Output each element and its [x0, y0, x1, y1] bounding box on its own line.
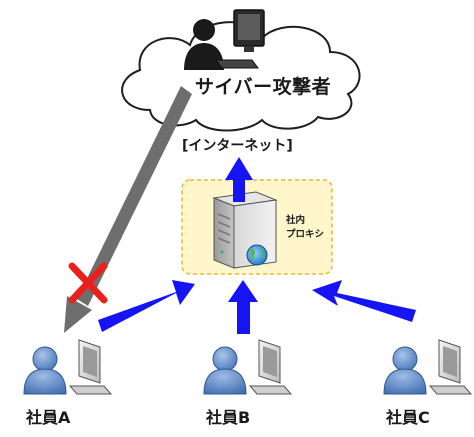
- proxy-label: 社内 プロキシ: [286, 214, 324, 242]
- arrow-employee-b-to-proxy: [228, 280, 258, 334]
- employee-b-label: 社員B: [206, 408, 251, 427]
- attack-arrow: [64, 86, 192, 333]
- proxy-label-line2: プロキシ: [286, 229, 325, 240]
- employee-a-label: 社員A: [26, 408, 71, 427]
- proxy-label-line1: 社内: [286, 215, 306, 226]
- arrow-employee-a-to-proxy: [98, 280, 195, 332]
- attacker-label: サイバー攻撃者: [195, 76, 332, 98]
- arrow-proxy-to-internet: [225, 157, 253, 202]
- employee-c-icon: [383, 339, 473, 395]
- employee-b-icon: [203, 339, 293, 395]
- blocked-x-mark: [68, 262, 108, 304]
- arrow-employee-c-to-proxy: [312, 280, 416, 322]
- attacker-icon: [184, 9, 265, 70]
- globe-icon: [246, 244, 268, 266]
- employee-a-icon: [23, 339, 113, 395]
- internet-label: [インターネット]: [182, 138, 293, 154]
- employee-c-label: 社員C: [386, 408, 430, 427]
